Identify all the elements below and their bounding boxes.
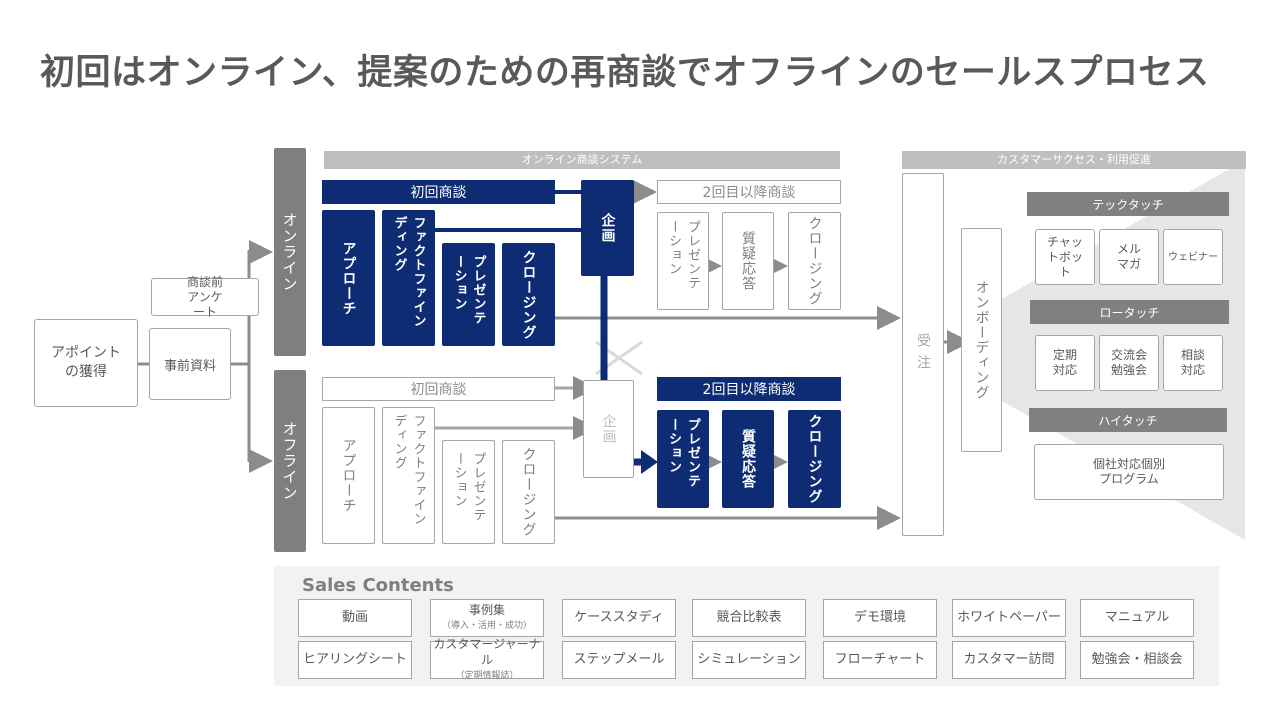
offline-side-label: オフライン [274,370,306,552]
sales-content-label: 事例集 [468,603,505,617]
offline-presentation-2: プレゼンテーション [657,410,709,508]
sales-content-item: カスタマー訪問 [952,641,1066,679]
pre-survey-box: 商談前アンケート [151,275,259,319]
page-title: 初回はオンライン、提案のための再商談でオフラインのセールスプロセス [40,53,1210,93]
sales-content-item: カスタマージャーナル （定期情報誌） [430,637,544,681]
sales-content-item: 勉強会・相談会 [1080,641,1194,679]
online-approach: アプローチ [322,210,375,346]
tech-touch-header: テックタッチ [1027,192,1229,216]
online-presentation: プレゼンテーション [442,243,495,346]
online-closing: クロージング [502,243,555,346]
sales-content-item: シミュレーション [692,641,806,679]
online-qa: 質疑応答 [722,212,774,310]
tech-touch-webinar: ウェビナー [1163,229,1223,285]
offline-second-meeting-bar: 2回目以降商談 [657,377,841,401]
onboarding-box: オンボーディング [961,228,1002,452]
sales-content-label: ステップメール [573,652,665,667]
sales-content-label: フローチャート [834,652,926,667]
online-closing-2: クロージング [788,212,841,310]
sales-content-label: ヒアリングシート [302,652,407,667]
sales-content-item: ケーススタディ [562,599,676,637]
sales-content-item: ヒアリングシート [298,641,412,679]
offline-closing-2: クロージング [788,410,841,508]
high-touch-header: ハイタッチ [1029,408,1227,432]
online-planning: 企画 [581,180,634,276]
online-presentation-2: プレゼンテーション [657,212,709,310]
sales-content-item: 事例集 （導入・活用・成功） [430,599,544,637]
sales-content-sublabel: （定期情報誌） [455,671,519,681]
sales-content-label: 競合比較表 [716,610,782,625]
low-touch-consult: 相談対応 [1163,335,1223,391]
sales-content-item: ステップメール [562,641,676,679]
sales-content-label: 動画 [341,610,368,625]
sales-content-item: フローチャート [823,641,937,679]
sales-content-item: マニュアル [1080,599,1194,637]
offline-planning: 企画 [583,380,634,478]
pre-materials-box: 事前資料 [149,328,231,400]
sales-content-item: ホワイトペーパー [952,599,1066,637]
sales-content-label: 勉強会・相談会 [1091,652,1183,667]
sales-content-item: デモ環境 [823,599,937,637]
sales-content-label: カスタマー訪問 [963,652,1055,667]
sales-content-label: デモ環境 [853,610,906,625]
sales-content-sublabel: （導入・活用・成功） [441,621,532,631]
tech-touch-mailmag: メルマガ [1099,229,1159,285]
offline-approach: アプローチ [322,407,375,544]
high-touch-individual: 個社対応個別プログラム [1034,444,1224,500]
customer-success-banner: カスタマーサクセス・利用促進 [902,151,1246,169]
sales-content-label: マニュアル [1104,610,1170,625]
low-touch-header: ロータッチ [1030,300,1229,324]
tech-touch-chatbot: チャットボット [1035,229,1095,285]
offline-qa: 質疑応答 [722,410,774,508]
appointment-box: アポイントの獲得 [34,319,138,407]
online-system-banner: オンライン商談システム [324,151,840,169]
sales-contents-title: Sales Contents [302,575,454,596]
low-touch-regular: 定期対応 [1035,335,1095,391]
offline-fact-finding: ファクトファインディング [382,407,435,544]
sales-content-item: 動画 [298,599,412,637]
online-side-label: オンライン [274,148,306,356]
online-second-meeting-bar: 2回目以降商談 [657,180,841,204]
offline-first-meeting-bar: 初回商談 [322,377,555,401]
sales-content-label: シミュレーション [697,652,801,667]
sales-content-label: ホワイトペーパー [957,610,1061,625]
order-box: 受注 [902,173,944,536]
offline-presentation: プレゼンテーション [442,440,495,544]
online-fact-finding: ファクトファインディング [382,210,435,346]
online-first-meeting-bar: 初回商談 [322,180,555,204]
sales-content-label: カスタマージャーナル [433,637,541,667]
sales-content-item: 競合比較表 [692,599,806,637]
low-touch-exchange: 交流会勉強会 [1099,335,1159,391]
sales-content-label: ケーススタディ [574,610,664,625]
offline-closing: クロージング [502,440,555,544]
